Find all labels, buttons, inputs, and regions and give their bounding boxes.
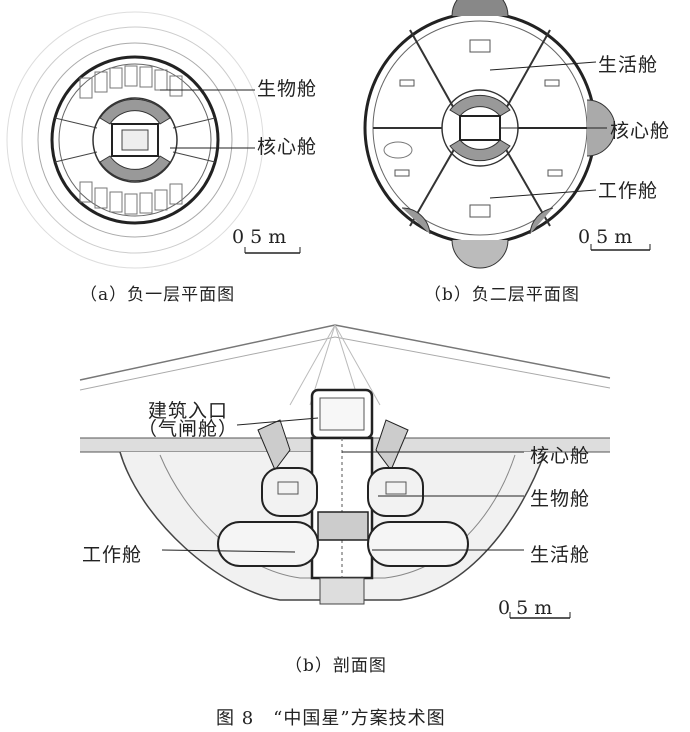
section-label-work: 工作舱 <box>82 544 143 566</box>
section-drawing <box>79 324 611 619</box>
plan-b-caption: （b）负二层平面图 <box>424 285 580 305</box>
section-label-airlock: （气闸舱） <box>138 418 239 440</box>
section-label-living: 生活舱 <box>530 544 591 566</box>
plan-a-label-core: 核心舱 <box>257 136 318 158</box>
section-label-entrance: 建筑入口 <box>148 400 229 422</box>
plan-a-caption: （a）负一层平面图 <box>80 285 236 305</box>
plan-b-scale: 0 5 m <box>578 226 633 248</box>
plan-b-label-work: 工作舱 <box>598 180 659 202</box>
plan-b-label-core: 核心舱 <box>610 120 671 142</box>
section-caption: （b）剖面图 <box>285 656 387 676</box>
plan-b-label-living: 生活舱 <box>598 54 659 76</box>
section-scale: 0 5 m <box>498 597 553 619</box>
figure-title: 图 8 “中国星”方案技术图 <box>216 708 446 729</box>
section-label-core: 核心舱 <box>530 445 591 467</box>
plan-a-scale: 0 5 m <box>232 226 287 248</box>
plan-b-drawing <box>363 0 651 269</box>
section-label-bio: 生物舱 <box>530 488 591 510</box>
plan-a-drawing <box>6 11 301 269</box>
plan-a-label-bio: 生物舱 <box>257 78 318 100</box>
